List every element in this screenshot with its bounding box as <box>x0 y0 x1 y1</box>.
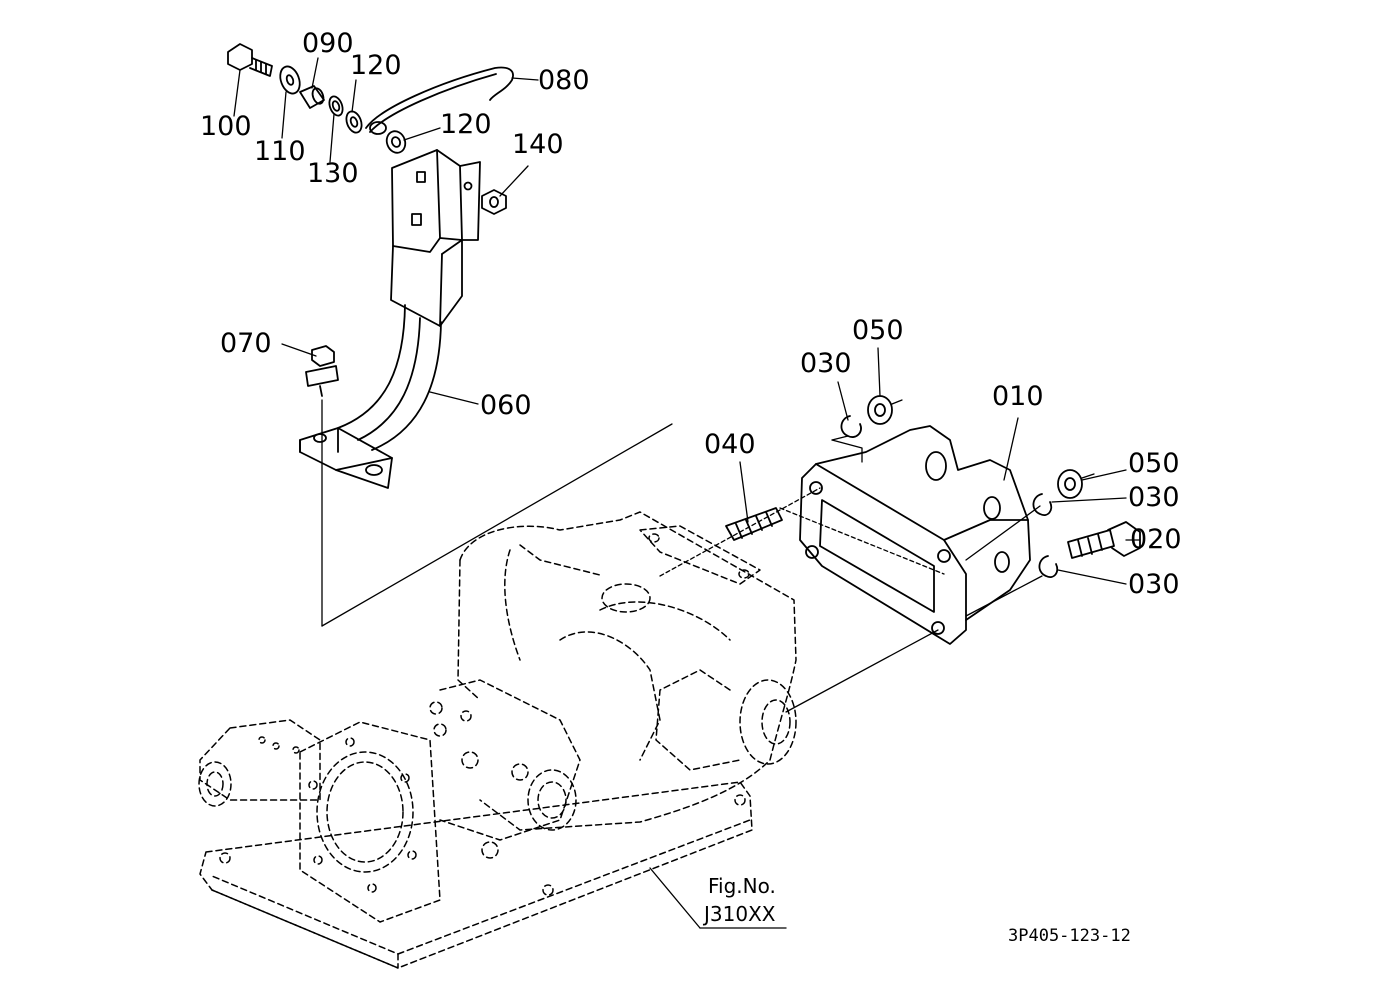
part-label-100: 100 <box>200 111 252 142</box>
figure-number-block: Fig.No. J310XX <box>692 874 788 930</box>
washer-030c <box>1038 555 1059 578</box>
nut-050a <box>867 395 893 425</box>
part-label-050a: 050 <box>852 315 904 346</box>
part-label-120b: 120 <box>440 109 492 140</box>
washer-030a <box>840 415 862 438</box>
alignment-lines <box>321 399 1095 713</box>
washer-120a <box>345 110 363 134</box>
part-label-130: 130 <box>307 158 359 189</box>
part-label-040: 040 <box>704 429 756 460</box>
nut-140 <box>481 189 507 215</box>
part-label-080: 080 <box>538 65 590 96</box>
spring-wire-080 <box>365 66 514 135</box>
part-label-050b: 050 <box>1128 448 1180 479</box>
nut-050b <box>1057 469 1083 499</box>
transmission-housing <box>198 511 797 969</box>
part-label-120a: 120 <box>350 50 402 81</box>
washer-030b <box>1032 493 1053 516</box>
washer-120b <box>385 130 407 154</box>
part-label-020: 020 <box>1130 524 1182 555</box>
figure-label: Fig.No. <box>708 874 776 898</box>
part-label-140: 140 <box>512 129 564 160</box>
part-label-070: 070 <box>220 328 272 359</box>
washer-110 <box>279 65 301 95</box>
bolt-100 <box>227 43 273 77</box>
cover-010 <box>799 425 1031 645</box>
bolt-070 <box>305 345 339 397</box>
part-label-030c: 030 <box>1128 569 1180 600</box>
part-label-010: 010 <box>992 381 1044 412</box>
pedal-arm <box>299 149 481 489</box>
leader-lines <box>233 57 1141 929</box>
document-code: 3P405-123-12 <box>1008 926 1131 946</box>
part-label-110: 110 <box>254 136 306 167</box>
spring-130 <box>328 95 344 117</box>
figure-number: J310XX <box>704 902 776 926</box>
spacer-090 <box>299 85 325 109</box>
part-label-030b: 030 <box>1128 482 1180 513</box>
part-label-060: 060 <box>480 390 532 421</box>
part-label-090: 090 <box>302 28 354 59</box>
part-label-030a: 030 <box>800 348 852 379</box>
